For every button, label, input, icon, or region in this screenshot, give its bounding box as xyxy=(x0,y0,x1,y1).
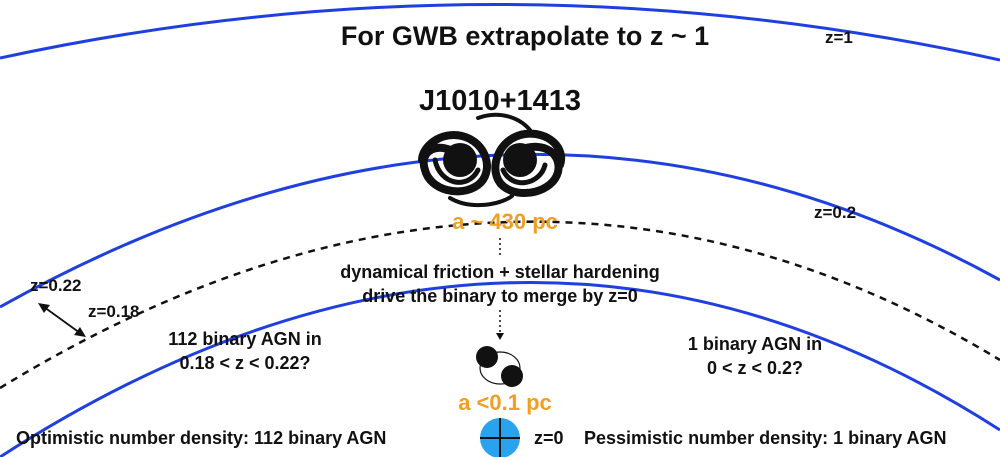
z018-shell-arc xyxy=(0,281,1000,457)
z022-label: z=0.22 xyxy=(30,276,82,295)
z1-shell-arc xyxy=(0,3,1000,62)
mechanism-line1: dynamical friction + stellar hardening xyxy=(340,262,660,282)
z0-label: z=0 xyxy=(534,428,564,448)
separation-now: a ~ 430 pc xyxy=(452,209,558,234)
pessimistic-density: Pessimistic number density: 1 binary AGN xyxy=(584,428,946,448)
right-count-line1: 1 binary AGN in xyxy=(688,334,822,354)
optimistic-density: Optimistic number density: 112 binary AG… xyxy=(16,428,386,448)
arrow-head-icon xyxy=(496,333,504,340)
object-name: J1010+1413 xyxy=(419,85,581,117)
arrow-head-icon xyxy=(74,327,86,337)
z02-label: z=0.2 xyxy=(814,203,856,222)
arrow-head-icon xyxy=(38,303,50,313)
z1-label: z=1 xyxy=(825,28,853,47)
left-count-line2: 0.18 < z < 0.22? xyxy=(179,353,310,373)
mechanism-line2: drive the binary to merge by z=0 xyxy=(362,286,638,306)
dashed-shell-arc xyxy=(0,220,1000,390)
z018-label: z=0.18 xyxy=(88,302,140,321)
title: For GWB extrapolate to z ~ 1 xyxy=(341,21,709,51)
separation-final: a <0.1 pc xyxy=(458,390,552,415)
left-count-line1: 112 binary AGN in xyxy=(168,329,321,349)
black-hole-binary-icon xyxy=(476,346,523,387)
spiral-galaxy-pair-icon xyxy=(418,112,566,208)
earth-crosshair-icon xyxy=(480,418,520,457)
right-count-line2: 0 < z < 0.2? xyxy=(707,358,803,378)
shell-width-arrow xyxy=(43,306,81,334)
